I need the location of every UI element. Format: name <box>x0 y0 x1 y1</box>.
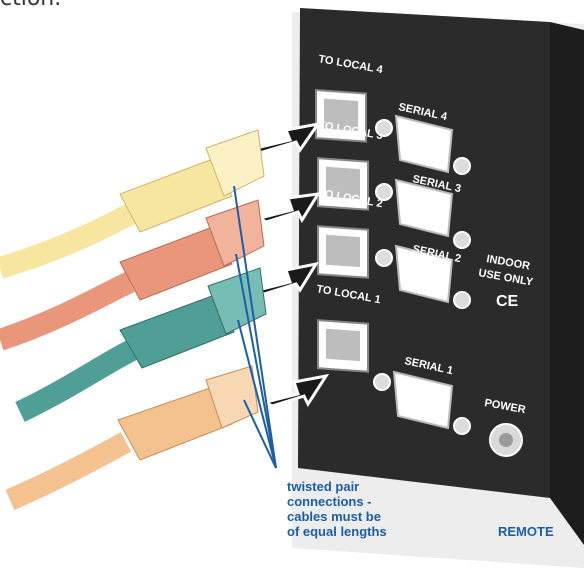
callout-line-4: of equal lengths <box>287 524 387 539</box>
arrow-4 <box>243 121 322 156</box>
rj45-socket-2 <box>317 225 369 279</box>
callout-line-2: connections - <box>287 494 372 509</box>
power-socket <box>489 423 523 457</box>
rj45-socket-1 <box>317 319 369 373</box>
serial-connectors <box>373 114 471 435</box>
serial-connector-4 <box>375 114 471 175</box>
arrow-1 <box>262 373 330 408</box>
serial-connector-3 <box>375 178 471 249</box>
leader-lines <box>233 185 277 469</box>
ce-mark: CE <box>496 293 519 310</box>
serial-connector-2 <box>375 244 471 309</box>
panel-edge <box>550 22 584 545</box>
arrow-3 <box>256 192 321 224</box>
unit-label: REMOTE <box>498 524 554 539</box>
cable-teal <box>15 267 267 422</box>
cable-yellow <box>0 129 265 279</box>
callout-note: twisted pair connections - cables must b… <box>287 479 417 539</box>
rj45-socket-3 <box>317 157 369 211</box>
callout-line-3: cables must be <box>287 509 381 524</box>
insertion-arrows <box>243 121 330 408</box>
rj45-socket-4 <box>315 89 367 143</box>
cable-peach <box>5 365 259 511</box>
callout-line-1: twisted pair <box>287 479 360 494</box>
cable-red <box>0 199 265 351</box>
rj45-sockets <box>315 89 369 373</box>
serial-connector-1 <box>373 370 471 435</box>
arrow-2 <box>254 261 320 296</box>
top-text-fragment: ction. <box>0 0 61 11</box>
